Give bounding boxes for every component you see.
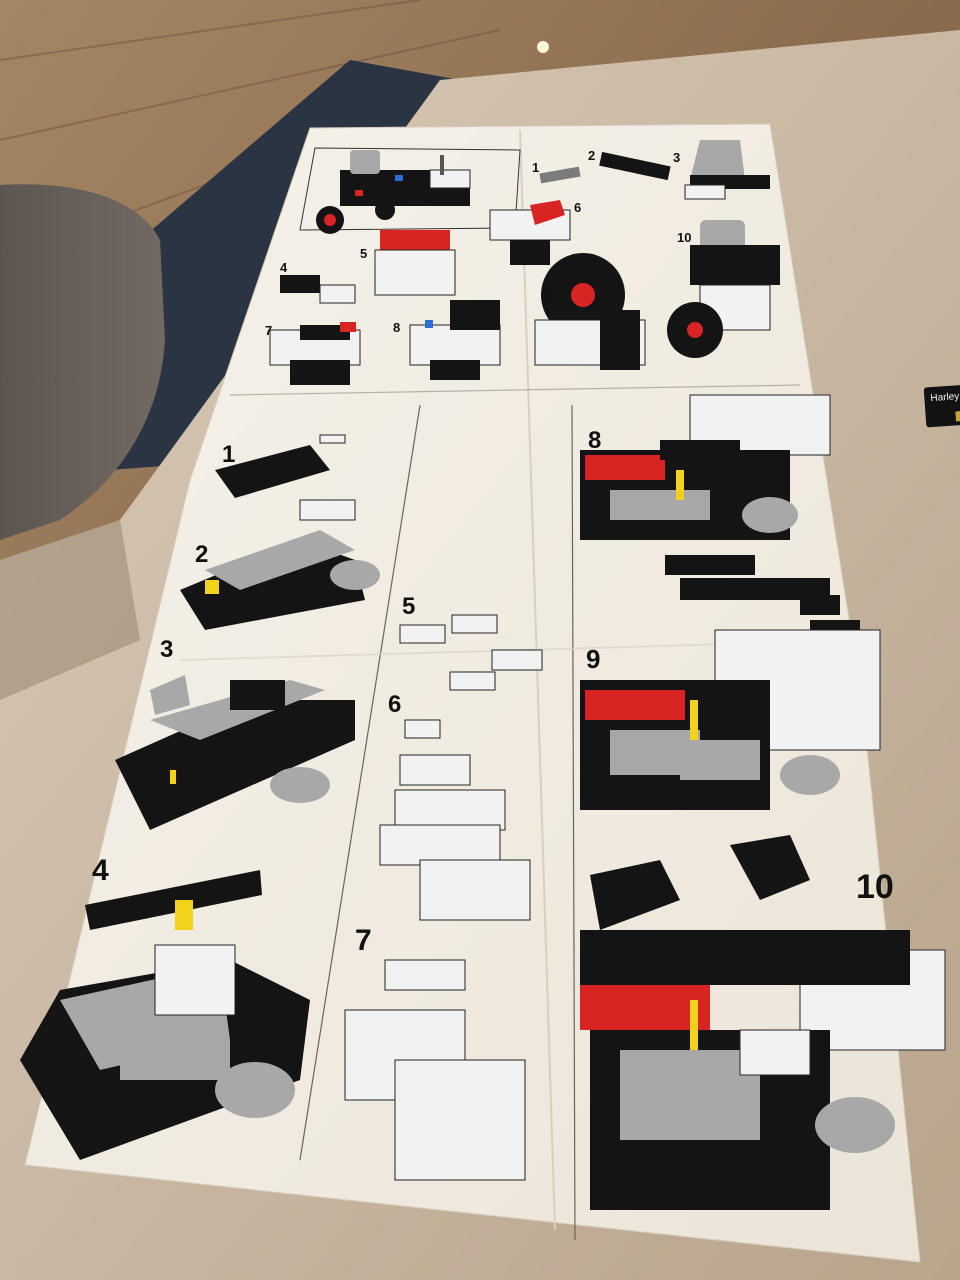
divider-right <box>571 404 576 1241</box>
top-step-number-9: 9 <box>542 288 549 303</box>
right-column-assemblies <box>580 394 946 1210</box>
desk-item-accent <box>955 410 960 422</box>
top-step-number-1: 1 <box>532 160 539 175</box>
light-reflection <box>537 41 549 53</box>
middle-step-number-7: 7 <box>355 924 372 957</box>
top-step-number-8: 8 <box>393 320 400 335</box>
middle-step-number-6: 6 <box>388 691 401 718</box>
left-column-assemblies <box>20 434 380 1160</box>
completed-model <box>316 150 471 234</box>
top-step-number-3: 3 <box>673 150 680 165</box>
top-step-number-10: 10 <box>677 230 691 245</box>
left-step-number-4: 4 <box>92 854 109 887</box>
right-step-number-10: 10 <box>856 868 894 906</box>
desk-item-tag-text: Harley <box>930 391 960 405</box>
top-step-number-4: 4 <box>280 260 288 275</box>
left-step-number-1: 1 <box>222 441 235 468</box>
divider-top <box>229 384 801 396</box>
top-step-number-5: 5 <box>360 246 367 261</box>
right-step-number-9: 9 <box>586 644 600 674</box>
top-step-illustrations <box>269 140 780 385</box>
left-step-number-3: 3 <box>160 636 173 663</box>
step-numbers: 1 2 3 4 5 6 7 8 9 10 1 2 3 4 5 6 7 8 9 10 <box>92 148 894 957</box>
top-step-number-2: 2 <box>588 148 595 163</box>
left-step-number-2: 2 <box>195 541 208 568</box>
fold-line-vertical <box>519 129 556 1231</box>
sofa-cushion <box>0 184 165 540</box>
top-step-number-7: 7 <box>265 323 272 338</box>
middle-column-assemblies <box>344 614 543 1181</box>
desk-item-tag: Harley <box>923 384 960 428</box>
middle-step-number-5: 5 <box>402 593 415 620</box>
divider-left <box>299 404 421 1161</box>
top-step-number-6: 6 <box>574 200 581 215</box>
right-step-number-8: 8 <box>588 427 601 454</box>
